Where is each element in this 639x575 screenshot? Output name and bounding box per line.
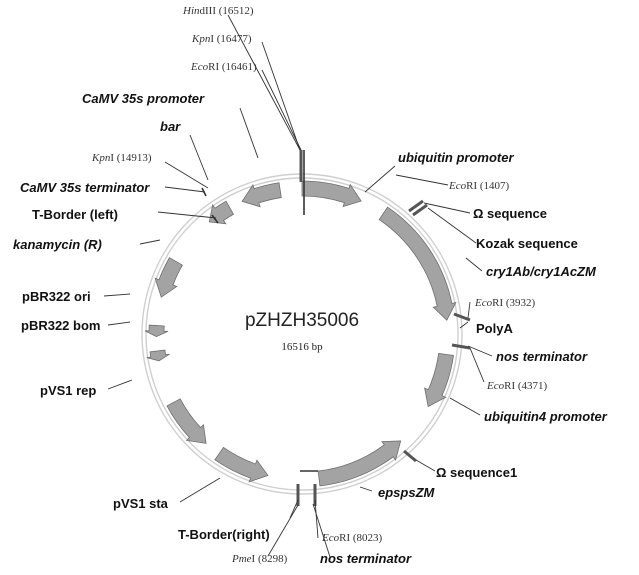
- site-kpni-16477: KpnI (16477): [191, 33, 252, 45]
- label-kanamycin: kanamycin (R): [13, 237, 102, 252]
- label-omega-sequence1: Ω sequence1: [436, 465, 517, 480]
- feature-arrow-epspszm: [317, 440, 402, 487]
- label-epspszm: epspsZM: [378, 485, 436, 500]
- feature-arrow-pvs1-rep: [166, 398, 207, 444]
- site-pmei-8298: PmeI (8298): [231, 553, 288, 565]
- site-ecori-4371: EcoRI (4371): [486, 380, 548, 392]
- label-camv35s-promoter: CaMV 35s promoter: [82, 91, 205, 106]
- tborder-left-mark: [211, 214, 219, 224]
- plasmid-name: pZHZH35006: [245, 310, 359, 331]
- polya-mark: [453, 312, 471, 322]
- label-tborder-right: T-Border(right): [178, 527, 270, 542]
- omega-sequence-mark: [408, 199, 424, 213]
- site-ecori-8023: EcoRI (8023): [321, 532, 383, 544]
- site-ecori-1407: EcoRI (1407): [448, 180, 510, 192]
- feature-arrow-cry1ab-cry1aczm: [378, 206, 457, 321]
- backbone-ring-outer: [141, 173, 463, 495]
- label-ubiquitin4-promoter: ubiquitin4 promoter: [484, 409, 608, 424]
- feature-arrow-pbr322-ori: [144, 324, 169, 338]
- label-nos-terminator-bottom: nos terminator: [320, 551, 412, 566]
- feature-arrows: [144, 180, 457, 487]
- site-ecori-3932: EcoRI (3932): [474, 297, 536, 309]
- label-tborder-left: T-Border (left): [32, 207, 118, 222]
- label-pvs1-sta: pVS1 sta: [113, 496, 169, 511]
- element-markers: [201, 150, 471, 506]
- backbone-ring-inner: [145, 177, 459, 491]
- label-polya: PolyA: [476, 321, 513, 336]
- site-kpni-14913: KpnI (14913): [91, 152, 152, 164]
- feature-arrow-camv-35s-promoter: [241, 182, 282, 208]
- feature-arrow-pbr322-bom: [146, 349, 170, 362]
- label-pbr322-ori: pBR322 ori: [22, 289, 91, 304]
- label-pvs1-rep: pVS1 rep: [40, 383, 96, 398]
- site-ecori-16461: EcoRI (16461): [190, 61, 257, 73]
- feature-arrow-bar: [208, 200, 235, 225]
- label-pbr322-bom: pBR322 bom: [21, 318, 100, 333]
- feature-arrow-kanamycin-r: [154, 257, 183, 298]
- kozak-mark: [412, 203, 428, 217]
- label-ubiquitin-promoter: ubiquitin promoter: [398, 150, 514, 165]
- label-kozak: Kozak sequence: [476, 236, 578, 251]
- plasmid-size: 16516 bp: [281, 341, 323, 353]
- omega-sequence1-mark: [403, 449, 417, 463]
- feature-arrow-pvs1-sta: [214, 446, 269, 483]
- feature-arrow-ubiquitin-promoter: [301, 180, 362, 208]
- nos-terminator-right-mark: [451, 343, 471, 350]
- leader-lines: [103, 14, 493, 558]
- label-cry1: cry1Ab/cry1AcZM: [486, 264, 597, 279]
- label-nos-terminator-right: nos terminator: [496, 349, 588, 364]
- label-omega-sequence: Ω sequence: [473, 206, 547, 221]
- label-camv35s-terminator: CaMV 35s terminator: [20, 180, 150, 195]
- site-hindiii: HindIII (16512): [182, 5, 254, 17]
- label-bar: bar: [160, 119, 181, 134]
- feature-arrow-ubiquitin4-promoter: [424, 352, 454, 408]
